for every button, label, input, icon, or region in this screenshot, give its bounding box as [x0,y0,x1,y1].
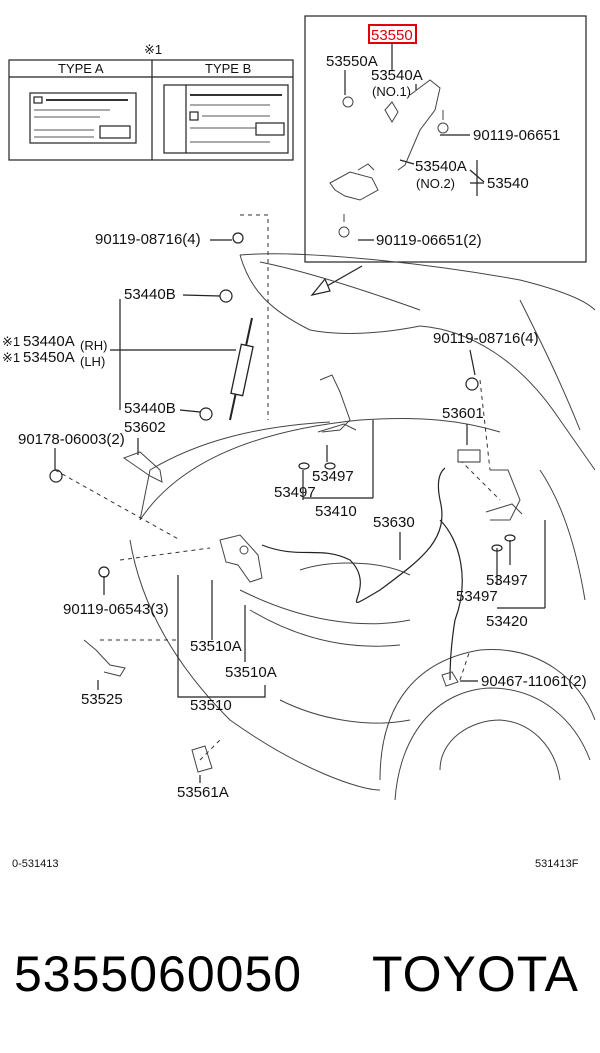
label-support-bottom: 53440B [124,400,176,417]
vehicle-body-outline [129,253,596,801]
inset-label-bolt-2: 90119-06651(2) [376,232,482,249]
label-washer-b: 53497 [274,484,316,501]
hood-support-strut [199,289,254,421]
part-53602-bracket [122,451,163,483]
label-lock-a1: 53510A [190,638,242,655]
label-support-top: 53440B [124,286,176,303]
label-hinge-r: 53420 [486,613,528,630]
part-53601-block [457,449,481,463]
part-53561a-pad [191,745,213,773]
label-lock: 53510 [190,697,232,714]
label-53561a: 53561A [177,784,229,801]
inset-label-53540: 53540 [487,175,529,192]
installation-guide-lines [54,214,501,761]
hood-lock-assembly [219,534,263,583]
part-number-text: 5355060050 [14,946,303,1002]
inset-label-53540a-2: 53540A [415,158,467,175]
hinge-upper-bracket [342,79,449,171]
type-b-caution-label [163,84,289,154]
label-lock-a2: 53510A [225,664,277,681]
label-clip: 90178-06003(2) [18,431,125,448]
label-53601: 53601 [442,405,484,422]
type-a-caution-label [29,92,137,144]
inset-label-53540a-1: 53540A [371,67,423,84]
hinge-assembly-inset: 53550 53550A 53540A (NO.1) 90119-06651 5… [304,15,587,263]
highlighted-part-number[interactable]: 53550 [371,27,413,44]
label-mark-1: ※1 [2,334,20,349]
label-washer-c: 53497 [486,572,528,589]
label-bolt-top-left: 90119-08716(4) [95,231,201,248]
label-lh: (LH) [80,354,105,369]
cable-clamp [441,671,459,687]
note-mark-label: ※1 [144,42,162,57]
label-rh: (RH) [80,338,107,353]
label-mark-2: ※1 [2,350,20,365]
label-washer-d: 53497 [456,588,498,605]
diagram-code-right: 531413F [535,858,579,870]
label-cable: 53630 [373,514,415,531]
label-washer-a: 53497 [312,468,354,485]
label-53525: 53525 [81,691,123,708]
hood-hinge-left [317,374,357,433]
diagram-code-left: 0-531413 [12,858,59,870]
inset-label-no1: (NO.1) [372,84,411,99]
hood-release-cable [261,467,463,681]
label-53602: 53602 [124,419,166,436]
type-b-header: TYPE B [205,61,251,76]
brand-text: TOYOTA [372,946,579,1002]
label-clamp: 90467-11061(2) [481,673,587,690]
label-support-rh: 53440A [23,333,75,350]
hood-hinge-right [485,469,523,521]
label-type-table: TYPE A TYPE B [8,59,294,161]
inset-label-bolt-1: 90119-06651 [473,127,560,144]
label-hinge-l: 53410 [315,503,357,520]
inset-label-53550a: 53550A [326,53,378,70]
part-53525-catch [83,639,126,690]
hinge-lower-bracket [329,163,379,238]
type-a-header: TYPE A [58,61,104,76]
label-support-lh: 53450A [23,349,75,366]
inset-label-no2: (NO.2) [416,176,455,191]
label-bolt-lock: 90119-06543(3) [63,601,169,618]
label-bolt-right: 90119-08716(4) [433,330,539,347]
